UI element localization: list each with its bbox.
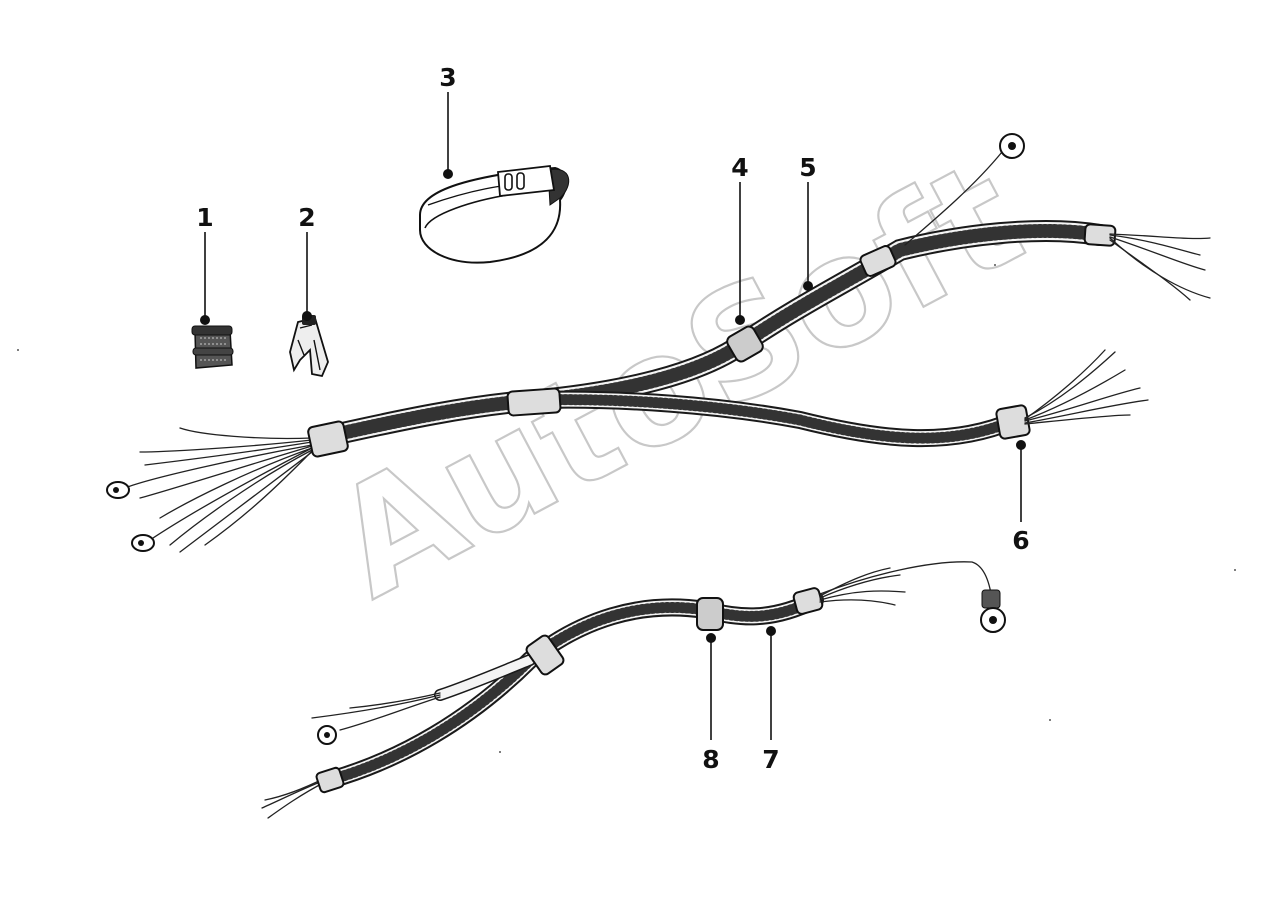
callout-8: 8 (702, 633, 720, 774)
part-1-grommet[interactable] (191, 325, 234, 369)
callout-label-6: 6 (1012, 526, 1029, 555)
main-harness-left-leads (106, 427, 313, 553)
callout-label-1: 1 (196, 203, 213, 232)
callout-4: 4 (731, 153, 749, 325)
callout-label-2: 2 (298, 203, 315, 232)
callout-label-8: 8 (702, 745, 719, 774)
lower-harness[interactable] (261, 561, 1006, 819)
callout-7: 7 (762, 626, 780, 774)
callout-1: 1 (196, 203, 214, 325)
callout-3: 3 (439, 63, 457, 179)
callout-label-5: 5 (799, 153, 816, 182)
callout-5: 5 (799, 153, 817, 291)
callout-label-7: 7 (762, 745, 779, 774)
scan-specks (17, 264, 1236, 753)
callout-label-3: 3 (439, 63, 456, 92)
callout-6: 6 (1012, 440, 1030, 555)
main-harness-trunk[interactable] (307, 133, 1211, 458)
part-2-clip[interactable] (289, 315, 329, 378)
callout-2: 2 (298, 203, 316, 321)
part-3-strap-band[interactable] (419, 165, 570, 264)
callout-label-4: 4 (731, 153, 748, 182)
